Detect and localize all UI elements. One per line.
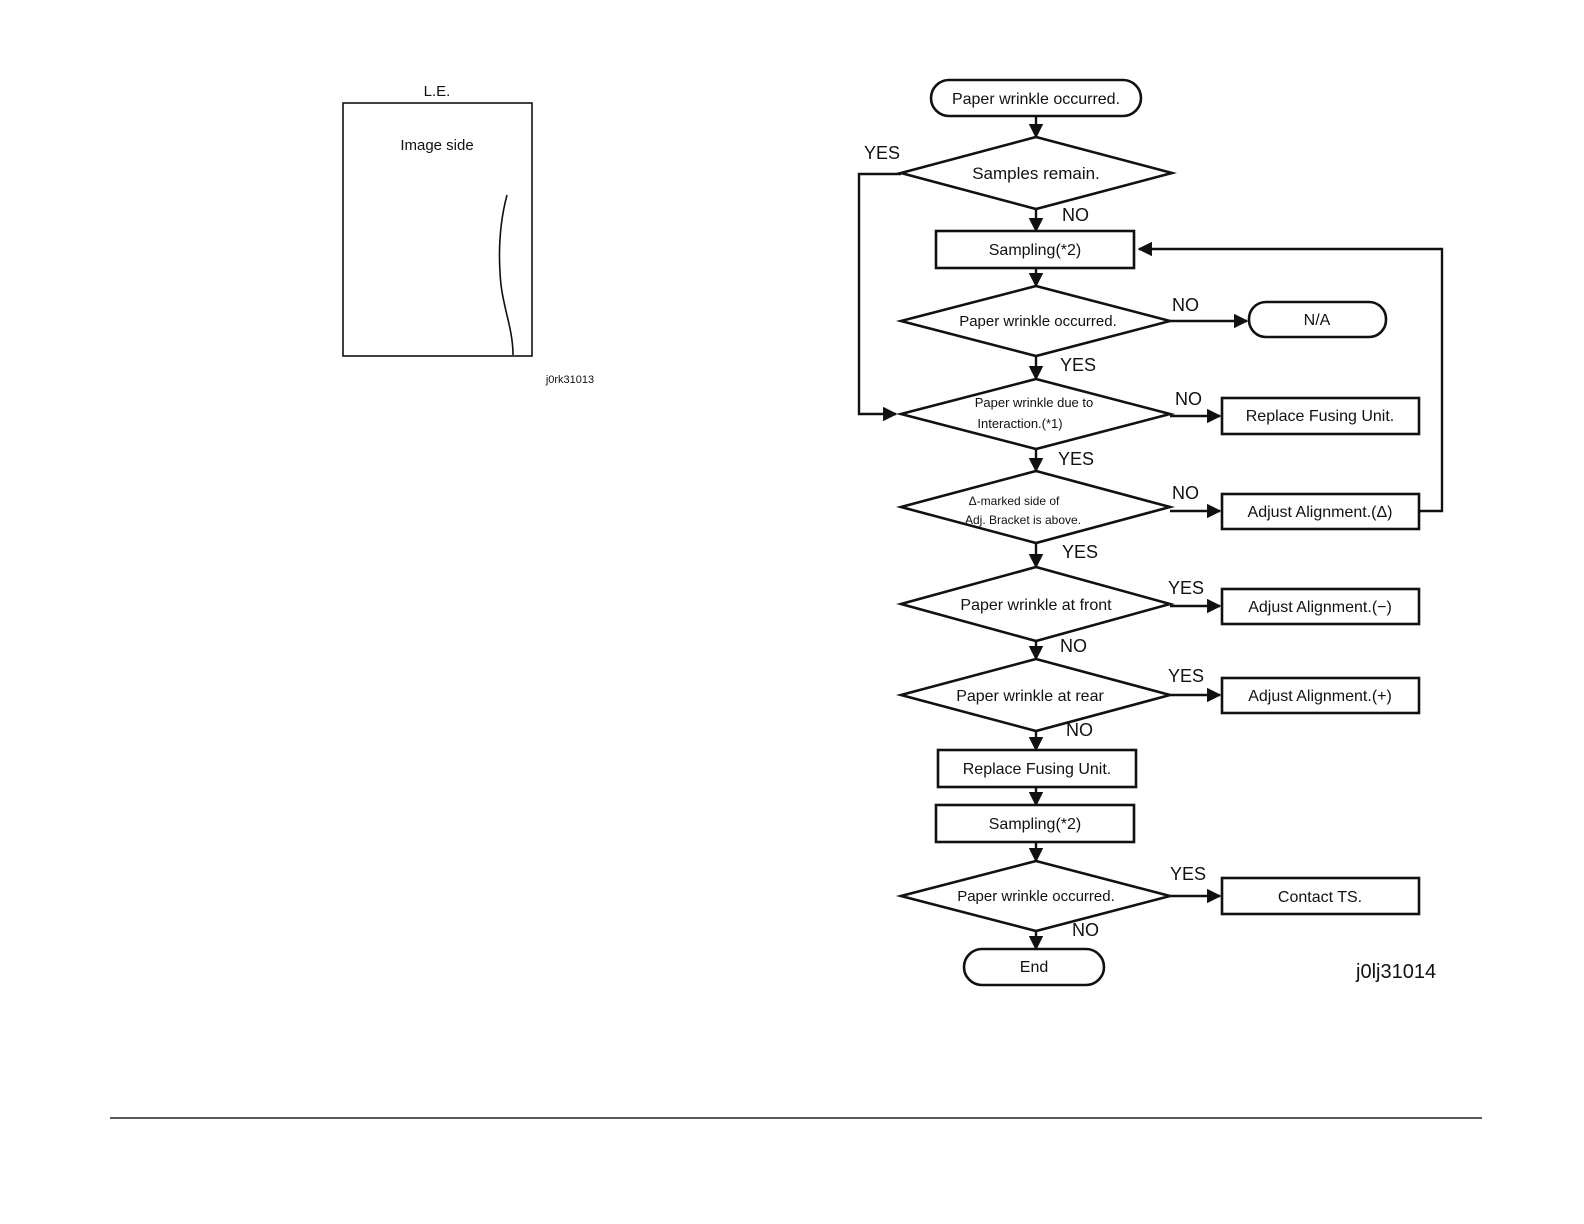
decision-wrinkle-occurred-2-label: Paper wrinkle occurred.: [957, 888, 1115, 905]
decision-marked-side: [895, 469, 1176, 545]
decision-wrinkle-rear: [895, 657, 1176, 733]
label-interaction-yes: YES: [1058, 449, 1094, 469]
process-replace-fusing-1: [1220, 396, 1421, 436]
terminal-end: [962, 947, 1106, 987]
decision-wrinkle-occurred-2: [895, 859, 1176, 933]
process-contact-ts-label: Contact TS.: [1278, 889, 1362, 906]
process-replace-fusing-2-label: Replace Fusing Unit.: [963, 761, 1112, 778]
decision-marked-side-label-1: Δ-marked side of: [969, 494, 1060, 508]
figure-code-left: j0rk31013: [545, 374, 594, 386]
label-rear-yes: YES: [1168, 666, 1204, 686]
process-adjust-delta-label: Adjust Alignment.(Δ): [1248, 504, 1393, 521]
process-sampling-2: [934, 803, 1136, 844]
decision-wrinkle-front: [896, 565, 1175, 643]
label-rear-no: NO: [1066, 720, 1093, 740]
edge-samples-yes-loop: [857, 172, 901, 422]
decision-wrinkle-front-label: Paper wrinkle at front: [960, 597, 1112, 614]
label-interaction-no: NO: [1175, 389, 1202, 409]
flowchart-nodes: Paper wrinkle occurred. Samples remain. …: [895, 78, 1421, 987]
decision-wrinkle-occurred-1-label: Paper wrinkle occurred.: [959, 313, 1117, 330]
decision-wrinkle-rear-label: Paper wrinkle at rear: [956, 688, 1104, 705]
terminal-end-label: End: [1020, 959, 1048, 976]
image-side-label: Image side: [400, 137, 473, 154]
label-occurred2-no: NO: [1072, 920, 1099, 940]
label-front-yes: YES: [1168, 578, 1204, 598]
process-adjust-plus-label: Adjust Alignment.(+): [1248, 688, 1392, 705]
process-sampling-1-label: Sampling(*2): [989, 242, 1081, 259]
terminal-na-label: N/A: [1304, 312, 1331, 329]
figure-code-right: j0lj31014: [1355, 961, 1436, 983]
label-occurred1-no: NO: [1172, 295, 1199, 315]
process-replace-fusing-1-label: Replace Fusing Unit.: [1246, 408, 1395, 425]
node-start-label: Paper wrinkle occurred.: [952, 91, 1120, 108]
leading-edge-label: L.E.: [424, 83, 451, 100]
decision-interaction-label-1: Paper wrinkle due to: [975, 395, 1094, 410]
flowchart-edge-labels: YES NO NO YES NO YES NO YES YES NO YES N…: [864, 143, 1206, 940]
process-adjust-plus: [1220, 676, 1421, 715]
process-adjust-delta: [1220, 492, 1421, 531]
label-samples-yes: YES: [864, 143, 900, 163]
decision-samples-remain: [895, 135, 1178, 211]
process-adjust-minus-label: Adjust Alignment.(−): [1248, 599, 1392, 616]
decision-marked-side-label-2: Adj. Bracket is above.: [965, 513, 1081, 527]
label-marked-yes: YES: [1062, 542, 1098, 562]
process-contact-ts: [1220, 876, 1421, 916]
label-occurred1-yes: YES: [1060, 355, 1096, 375]
label-front-no: NO: [1060, 636, 1087, 656]
process-sampling-2-label: Sampling(*2): [989, 816, 1081, 833]
wrinkle-line: [498, 194, 514, 356]
label-samples-no: NO: [1062, 205, 1089, 225]
wrinkle-sample-figure: L.E. Image side j0rk31013: [342, 83, 594, 386]
flowchart-connectors: [857, 116, 1444, 951]
process-replace-fusing-2: [936, 748, 1138, 789]
decision-samples-remain-label: Samples remain.: [972, 164, 1100, 183]
label-marked-no: NO: [1172, 483, 1199, 503]
process-sampling-1: [934, 229, 1136, 270]
terminal-na: [1247, 300, 1388, 339]
decision-interaction-label-2: Interaction.(*1): [977, 416, 1062, 431]
process-adjust-minus: [1220, 587, 1421, 626]
label-occurred2-yes: YES: [1170, 864, 1206, 884]
decision-wrinkle-occurred-1: [895, 284, 1176, 358]
edge-adjust-loop-back: [1137, 241, 1444, 513]
decision-interaction: [895, 377, 1176, 451]
node-start: [929, 78, 1143, 118]
